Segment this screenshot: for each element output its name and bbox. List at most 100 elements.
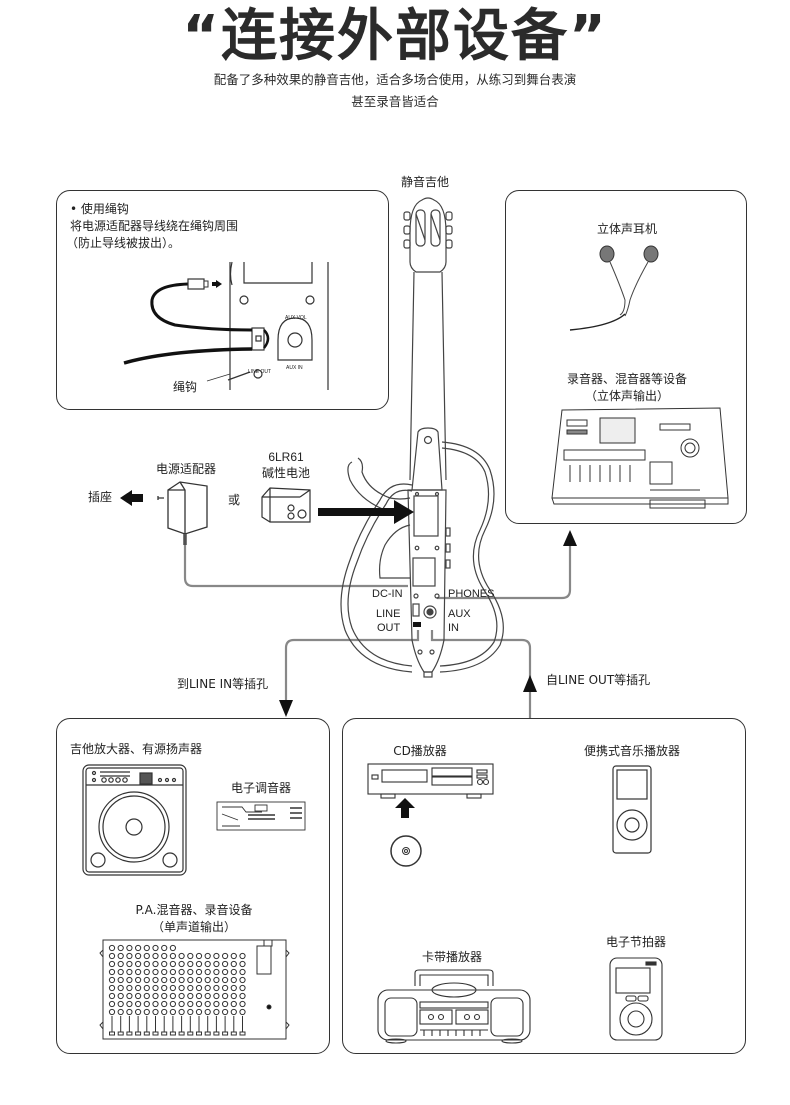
mixer-knob bbox=[213, 1000, 220, 1008]
mixer-knob bbox=[178, 960, 185, 968]
mixer-knob bbox=[230, 1008, 237, 1016]
line-in-devices-panel bbox=[56, 718, 330, 1054]
mixer-knob bbox=[239, 960, 246, 968]
mixer-knob bbox=[135, 968, 142, 976]
mixer-knob bbox=[239, 992, 246, 1000]
cd-player-icon bbox=[367, 763, 494, 799]
mixer-knob bbox=[161, 984, 168, 992]
mixer-knob bbox=[126, 1000, 133, 1008]
mixer-knob bbox=[230, 984, 237, 992]
metronome-icon bbox=[609, 957, 663, 1041]
portable-music-player-icon bbox=[612, 765, 652, 854]
mixer-knob bbox=[152, 1008, 159, 1016]
mixer-knob bbox=[204, 1000, 211, 1008]
mixer-knob bbox=[213, 960, 220, 968]
mixer-knob bbox=[161, 976, 168, 984]
mixer-knob bbox=[161, 960, 168, 968]
mixer-knob bbox=[178, 976, 185, 984]
mixer-knob bbox=[178, 952, 185, 960]
phones-cable bbox=[437, 545, 572, 600]
mixer-knob bbox=[230, 952, 237, 960]
mixer-knob bbox=[161, 944, 168, 952]
mixer-knob bbox=[213, 992, 220, 1000]
mixer-knob bbox=[230, 968, 237, 976]
cord-hook-desc-2: （防止导线被拔出）。 bbox=[66, 236, 181, 250]
mixer-knob bbox=[126, 1008, 133, 1016]
mixer-knob bbox=[126, 952, 133, 960]
mixer-knob bbox=[117, 1000, 124, 1008]
subtitle-line-2: 甚至录音皆适合 bbox=[351, 94, 439, 109]
mixer-knob bbox=[195, 992, 203, 1000]
mixer-knob bbox=[143, 976, 150, 984]
cassette-player-icon bbox=[377, 969, 531, 1044]
port-dc-in: DC-IN bbox=[372, 588, 403, 600]
mixer-knob bbox=[187, 976, 194, 984]
cassette-label: 卡带播放器 bbox=[421, 950, 483, 964]
pa-label-2: （单声道输出） bbox=[151, 920, 237, 934]
port-phones: PHONES bbox=[448, 588, 495, 600]
guitar-amp-icon bbox=[82, 764, 187, 876]
mixer-fader-cap bbox=[204, 1031, 211, 1036]
mixer-knob bbox=[187, 952, 194, 960]
mixer-knob bbox=[230, 960, 237, 968]
mixer-knob bbox=[161, 968, 168, 976]
mixer-knob bbox=[117, 944, 124, 952]
mixer-knob bbox=[135, 1008, 142, 1016]
mixer-knob bbox=[117, 952, 124, 960]
outlet-arrow-icon bbox=[120, 490, 143, 506]
mixer-knob bbox=[169, 944, 176, 952]
battery-name: 碱性电池 bbox=[261, 466, 311, 480]
arrow-up-aux-in bbox=[523, 675, 537, 692]
mixer-knob bbox=[230, 1000, 237, 1008]
mixer-knob bbox=[239, 976, 246, 984]
mixer-knob bbox=[187, 1008, 194, 1016]
adapter-label: 电源适配器 bbox=[155, 462, 217, 476]
mixer-knob bbox=[195, 968, 203, 976]
power-adapter-icon bbox=[157, 481, 208, 545]
pa-label-1: P.A.混音器、录音设备 bbox=[135, 903, 253, 917]
from-line-out-label: 自LINE OUT等插孔 bbox=[546, 673, 651, 687]
mixer-knob bbox=[195, 984, 203, 992]
mixer-knob bbox=[117, 992, 124, 1000]
mixer-knob bbox=[143, 1000, 150, 1008]
mixer-knob bbox=[239, 952, 246, 960]
mixer-knob bbox=[222, 992, 229, 1000]
battery-insert-arrow bbox=[318, 500, 414, 524]
mixer-knob bbox=[169, 976, 176, 984]
electronic-tuner-icon bbox=[216, 801, 306, 831]
mixer-knob bbox=[213, 1008, 220, 1016]
mixer-knob bbox=[195, 976, 203, 984]
mixer-knob bbox=[239, 1000, 246, 1008]
mixer-fader-cap bbox=[213, 1031, 220, 1036]
multitrack-recorder-icon bbox=[551, 407, 729, 509]
cord-hook-panel bbox=[56, 190, 389, 410]
mixer-fader-cap bbox=[135, 1031, 142, 1036]
mixer-knob bbox=[195, 960, 203, 968]
cd-label: CD播放器 bbox=[393, 744, 447, 758]
port-aux-in-1: AUX bbox=[448, 608, 471, 620]
cord-hook-desc-1: 将电源适配器导线绕在绳钩周围 bbox=[70, 219, 239, 233]
mixer-knob bbox=[126, 960, 133, 968]
adapter-cable-inset bbox=[123, 278, 270, 382]
mixer-fader-cap bbox=[117, 1031, 124, 1036]
portable-label: 便携式音乐播放器 bbox=[583, 744, 681, 758]
mixer-knob bbox=[126, 944, 133, 952]
cord-hook-callout: 绳钩 bbox=[173, 380, 198, 394]
tuner-label: 电子调音器 bbox=[230, 781, 292, 795]
dc-in-cable bbox=[183, 535, 408, 588]
mixer-knob bbox=[108, 992, 116, 1000]
mixer-knob bbox=[143, 992, 150, 1000]
cord-hook-title-text: 使用绳钩 bbox=[80, 202, 129, 216]
mixer-knob bbox=[204, 984, 211, 992]
mixer-knob bbox=[230, 992, 237, 1000]
mixer-knob bbox=[135, 976, 142, 984]
mixer-knob bbox=[222, 968, 229, 976]
metronome-label: 电子节拍器 bbox=[605, 935, 667, 949]
subtitle-line-1: 配备了多种效果的静音吉他，适合多场合使用，从练习到舞台表演 bbox=[213, 72, 577, 87]
mixer-knob bbox=[169, 952, 176, 960]
recorder-label-1: 录音器、混音器等设备 bbox=[566, 372, 688, 386]
mixer-knob bbox=[108, 984, 116, 992]
mixer-knob bbox=[117, 976, 124, 984]
mixer-fader-cap bbox=[143, 1031, 150, 1036]
